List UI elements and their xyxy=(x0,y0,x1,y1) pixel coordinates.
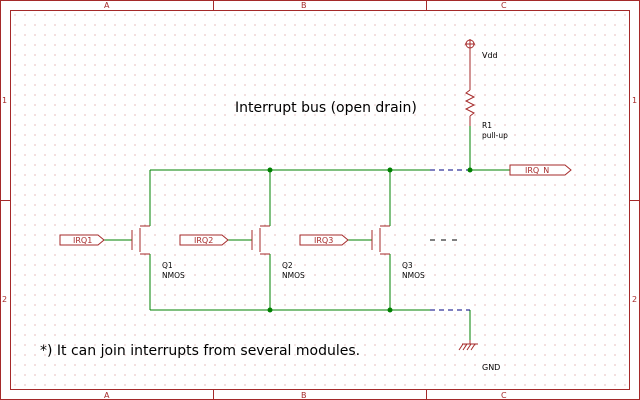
diagram-title: Interrupt bus (open drain) xyxy=(235,100,417,116)
port-irq2: IRQ2 xyxy=(179,234,229,246)
q2-ref: Q2 xyxy=(282,261,293,270)
junctions xyxy=(267,167,473,313)
port-irq-n-label: IRQ_N xyxy=(525,166,549,175)
footnote: *) It can join interrupts from several m… xyxy=(40,343,360,359)
port-irq-n: IRQ_N xyxy=(509,164,572,176)
vdd-symbol xyxy=(465,39,475,80)
grid xyxy=(10,10,630,390)
port-irq1-label: IRQ1 xyxy=(73,236,92,245)
resistor-r1 xyxy=(464,80,476,126)
frame-col-c-top: C xyxy=(501,1,507,10)
wires xyxy=(104,126,510,340)
frame-col-a-top: A xyxy=(104,1,110,10)
q3-type: NMOS xyxy=(402,271,425,280)
port-irq3-label: IRQ3 xyxy=(314,236,333,245)
frame-row-2-right: 2 xyxy=(632,295,637,304)
vdd-label: Vdd xyxy=(482,51,498,60)
port-irq3: IRQ3 xyxy=(299,234,349,246)
nmos-q2 xyxy=(251,225,270,255)
frame-col-a-bottom: A xyxy=(104,391,110,400)
q3-ref: Q3 xyxy=(402,261,413,270)
q1-ref: Q1 xyxy=(162,261,173,270)
frame-row-1-left: 1 xyxy=(2,96,7,105)
bus-continuation xyxy=(430,169,470,311)
port-irq1: IRQ1 xyxy=(59,234,105,246)
nmos-q1 xyxy=(131,225,150,255)
frame-row-2-left: 2 xyxy=(2,295,7,304)
q1-type: NMOS xyxy=(162,271,185,280)
q2-type: NMOS xyxy=(282,271,305,280)
resistor-ref: R1 xyxy=(482,121,492,130)
port-irq2-label: IRQ2 xyxy=(194,236,213,245)
nmos-q3 xyxy=(371,225,390,255)
frame-col-b-bottom: B xyxy=(301,391,307,400)
frame-col-b-top: B xyxy=(301,1,307,10)
frame-row-1-right: 1 xyxy=(632,96,637,105)
gnd-label: GND xyxy=(482,363,500,372)
resistor-value: pull-up xyxy=(482,131,508,140)
frame-col-c-bottom: C xyxy=(501,391,507,400)
gnd-symbol xyxy=(458,340,478,351)
